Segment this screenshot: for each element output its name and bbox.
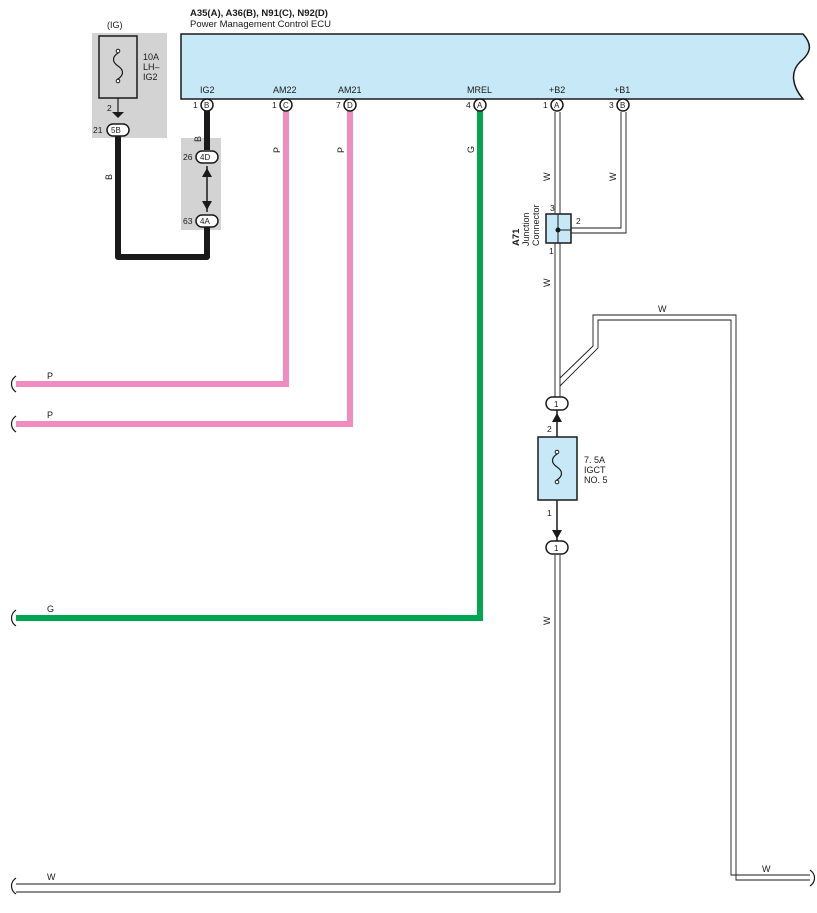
- terminal-am22: AM22: [273, 85, 297, 95]
- ig-label: (IG): [107, 20, 123, 30]
- color-ig-b2: B: [193, 136, 203, 142]
- relay-conn-a: [195, 150, 219, 164]
- fuse2-icon: [551, 450, 563, 484]
- wire-white-b2: [554, 112, 561, 214]
- terminal-am21: AM21: [338, 85, 362, 95]
- ig-pin-bottom: 21: [93, 125, 103, 135]
- jc-code: A71: [511, 228, 522, 246]
- fuse2-name1: IGCT: [584, 465, 606, 475]
- fuse2-box: [537, 436, 578, 501]
- fuse2-name2: NO. 5: [584, 475, 608, 485]
- ecu-name: Power Management Control ECU: [190, 19, 331, 30]
- jc-pin-top: 3: [550, 203, 555, 213]
- color-mrel: G: [466, 146, 476, 153]
- ig-block: [92, 33, 167, 138]
- conn-b1: B: [620, 101, 625, 110]
- fuse2-pin-bottom: 1: [547, 508, 552, 518]
- wire-white-jc-down: [554, 243, 561, 398]
- wire-pink-am21: [16, 110, 353, 427]
- ig-fuse-rating: 10A: [143, 52, 159, 62]
- jc-name2: Connector: [531, 204, 541, 246]
- fuse2-rating: 7. 5A: [584, 455, 605, 465]
- jc-pin-right: 2: [576, 216, 581, 226]
- wire-black-ig2: [115, 106, 210, 260]
- conn-ig2: B: [204, 101, 209, 110]
- ig-conn-bottom-label: 5B: [111, 126, 121, 135]
- ecu-box: [180, 33, 811, 100]
- relay-pin-b: 63: [183, 216, 193, 226]
- relay-conn-b: [195, 214, 219, 228]
- pin-b1: 3: [609, 100, 614, 110]
- color-b1: W: [608, 172, 618, 181]
- pin-am22: 1: [272, 100, 277, 110]
- relay-conn-b-label: 4A: [200, 217, 210, 226]
- fuse2-conn-bottom-label: 1: [554, 544, 559, 553]
- fuse2-pin-top: 2: [547, 424, 552, 434]
- fuse2-conn-bottom: [545, 540, 569, 555]
- terminal-mrel: MREL: [467, 85, 492, 95]
- conn-am22: C: [283, 101, 289, 110]
- ig-fuse-icon: [112, 49, 124, 83]
- color-b2: W: [542, 172, 552, 181]
- pin-mrel: 4: [466, 100, 471, 110]
- color-ig-b: B: [104, 174, 114, 180]
- fuse2-conn-top-label: 1: [554, 400, 559, 409]
- pin-ig2: 1: [193, 100, 198, 110]
- color-am22: P: [272, 147, 282, 153]
- color-am21: P: [336, 147, 346, 153]
- wire-breaks: [10, 375, 816, 895]
- conn-am21: D: [347, 101, 353, 110]
- terminal-b2: +B2: [549, 85, 565, 95]
- terminal-ig2: IG2: [200, 85, 215, 95]
- jc-pin-bottom: 1: [549, 246, 554, 256]
- ig-fuse-name2: IG2: [143, 72, 158, 82]
- color-left-g: G: [47, 604, 54, 614]
- ig-fuse-name1: LH–: [143, 62, 160, 72]
- ecu-connectors: [200, 98, 630, 112]
- conn-mrel: A: [477, 101, 483, 110]
- wire-pink-am22: [16, 110, 289, 387]
- ig-pin-top: 2: [107, 103, 112, 113]
- relay-pin-a: 26: [183, 152, 193, 162]
- ecu-codes: A35(A), A36(B), N91(C), N92(D): [190, 8, 328, 19]
- pin-am21: 7: [336, 100, 341, 110]
- color-left-p1: P: [47, 371, 53, 381]
- color-upper-w: W: [658, 304, 667, 314]
- terminal-b1: +B1: [614, 85, 630, 95]
- pin-b2: 1: [543, 100, 548, 110]
- color-lower-w: W: [542, 616, 552, 625]
- wire-green-mrel: [16, 110, 483, 621]
- wire-white-lower: [16, 555, 561, 893]
- color-right-w: W: [762, 864, 771, 874]
- color-left-p2: P: [47, 410, 53, 420]
- ig-conn-bottom: [106, 123, 130, 137]
- jc-name1: Junction: [521, 212, 531, 246]
- conn-b2: A: [554, 101, 560, 110]
- wire-white-upper-branch: [559, 314, 810, 881]
- wire-white-b1: [571, 112, 627, 234]
- relay-conn-a-label: 4D: [200, 153, 210, 162]
- color-left-w: W: [47, 872, 56, 882]
- color-jc-down: W: [542, 278, 552, 287]
